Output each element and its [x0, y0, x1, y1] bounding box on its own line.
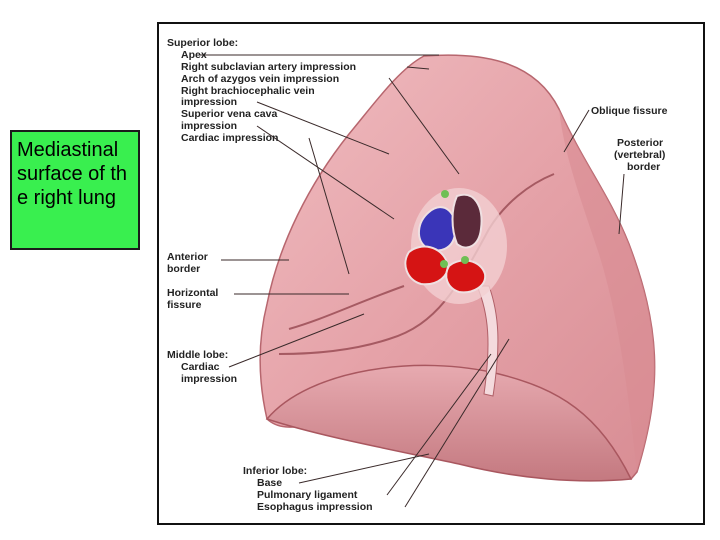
- label-middle-lobe: Middle lobe:: [167, 349, 228, 361]
- label-svc-1: Superior vena cava: [181, 108, 277, 120]
- pulmonary-artery-left: [404, 245, 449, 286]
- label-posterior-1: Posterior: [617, 137, 663, 149]
- leader-oblique: [563, 109, 590, 153]
- label-base: Base: [257, 477, 282, 489]
- lymph-node-1: [441, 190, 449, 198]
- leader-cardiac: [308, 137, 350, 275]
- label-esophagus-impression: Esophagus impression: [257, 501, 373, 513]
- leader-ligament: [386, 353, 492, 496]
- lung-illustration: Superior lobe: Apex Right subclavian art…: [167, 37, 668, 513]
- leader-esophagus: [404, 338, 510, 508]
- label-middle-cardiac-2: impression: [181, 373, 237, 385]
- horizontal-fissure-line: [288, 285, 405, 330]
- label-middle-cardiac-1: Cardiac: [181, 361, 220, 373]
- posterior-border-shade: [559, 109, 655, 472]
- label-posterior-3: border: [627, 161, 660, 173]
- label-brachiocephalic-2: impression: [181, 96, 237, 108]
- caption-box: Mediastinal surface of the right lung: [10, 130, 140, 250]
- label-cardiac-impression: Cardiac impression: [181, 132, 278, 144]
- leader-middle-cardiac: [228, 313, 365, 368]
- oblique-fissure-line: [278, 173, 555, 355]
- bronchus: [451, 193, 483, 249]
- lymph-node-3: [461, 256, 469, 264]
- label-anterior-2: border: [167, 263, 200, 275]
- lung-base: [265, 364, 633, 482]
- leader-brachiocephalic: [256, 101, 390, 155]
- lung-illustration-frame: Superior lobe: Apex Right subclavian art…: [157, 22, 705, 525]
- pulmonary-artery-right: [445, 259, 487, 294]
- pulmonary-ligament-shape: [476, 285, 499, 397]
- label-svc-2: impression: [181, 120, 237, 132]
- leader-posterior: [618, 173, 625, 235]
- label-oblique-fissure: Oblique fissure: [591, 105, 668, 117]
- leader-subclavian: [406, 66, 430, 70]
- label-pulmonary-ligament: Pulmonary ligament: [257, 489, 358, 501]
- label-superior-lobe: Superior lobe:: [167, 37, 238, 49]
- label-azygos-arch: Arch of azygos vein impression: [181, 73, 339, 85]
- label-posterior-2: (vertebral): [614, 149, 665, 161]
- caption-text: Mediastinal surface of the right lung: [17, 139, 128, 209]
- label-horizontal-1: Horizontal: [167, 287, 218, 299]
- leader-svc: [256, 125, 395, 220]
- label-right-subclavian: Right subclavian artery impression: [181, 61, 356, 73]
- label-inferior-lobe: Inferior lobe:: [243, 465, 307, 477]
- leader-azygos: [388, 77, 460, 175]
- label-apex: Apex: [181, 49, 207, 61]
- pulmonary-vein-upper: [418, 206, 457, 252]
- label-brachiocephalic-1: Right brachiocephalic vein: [181, 85, 315, 97]
- leader-base: [298, 453, 430, 484]
- label-anterior-1: Anterior: [167, 251, 208, 263]
- label-horizontal-2: fissure: [167, 299, 202, 311]
- lymph-node-2: [440, 260, 448, 268]
